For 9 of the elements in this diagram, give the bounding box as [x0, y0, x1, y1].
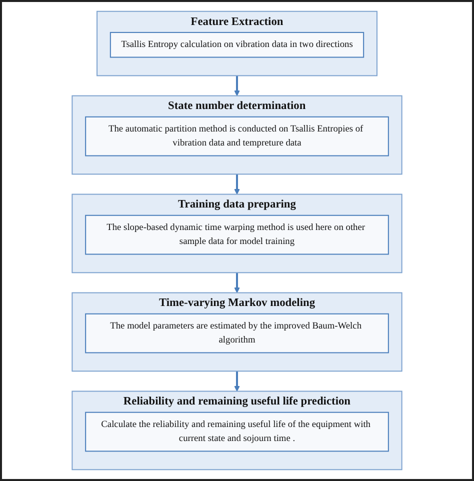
node-box: Calculate the reliability and remaining useful life of the equipment with current state and sojourn time .	[85, 412, 389, 452]
node-box: The slope-based dynamic time warping method is used here on other sample data for model training	[85, 214, 389, 255]
arrow	[234, 371, 240, 392]
arrow	[234, 174, 240, 195]
arrow	[234, 272, 240, 294]
node-box: The automatic partition method is conducted on Tsallis Entropies of vibration data and tempreture data	[85, 116, 389, 156]
arrow	[234, 76, 240, 96]
node-box: The model parameters are estimated by the improved Baum-Welch algorithm	[85, 313, 389, 354]
node-box: Tsallis Entropy calculation on vibration data in two directions	[110, 32, 364, 58]
